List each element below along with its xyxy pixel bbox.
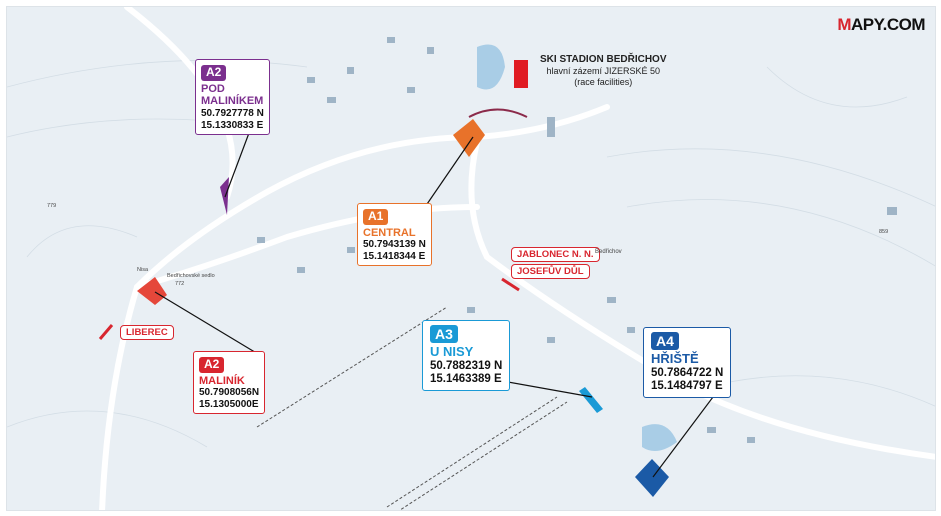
latitude: 50.7943139 N xyxy=(363,239,426,251)
direction-liberec: LIBEREC xyxy=(120,325,174,340)
leader-lines xyxy=(154,124,720,478)
mapy-logo[interactable]: MAPY.COM xyxy=(837,15,925,34)
location-code: A1 xyxy=(363,209,389,225)
location-card-a4-hriste[interactable]: A4 HŘIŠTĚ 50.7864722 N 15.1484797 E xyxy=(643,327,732,399)
longitude: 15.1305000E xyxy=(199,398,259,410)
area-a4-hriste xyxy=(635,459,669,497)
direction-jablonec: JABLONEC N. N. xyxy=(511,247,600,262)
stadion-subtitle: hlavní zázemí JIZERSKÉ 50 xyxy=(546,66,661,76)
location-card-a2-malinik[interactable]: A2 MALINÍK 50.7908056N 15.1305000E xyxy=(193,351,266,415)
longitude: 15.1463389 E xyxy=(430,373,502,386)
location-card-a2-pod-malinikem[interactable]: A2 POD MALINÍKEM 50.7927778 N 15.1330833… xyxy=(195,59,270,136)
longitude: 15.1330833 E xyxy=(201,119,264,131)
location-code: A4 xyxy=(651,332,679,351)
location-card-a1-central[interactable]: A1 CENTRAL 50.7943139 N 15.1418344 E xyxy=(357,203,432,267)
location-name-2: MALINÍKEM xyxy=(201,95,264,108)
location-name: POD xyxy=(201,82,225,95)
stadion-note: (race facilities) xyxy=(574,76,633,87)
latitude: 50.7927778 N xyxy=(201,108,264,120)
longitude: 15.1418344 E xyxy=(363,250,426,262)
area-a1-central xyxy=(453,119,485,157)
latitude: 50.7908056N xyxy=(199,387,260,399)
longitude: 15.1484797 E xyxy=(651,380,723,393)
location-card-a3-u-nisy[interactable]: A3 U NISY 50.7882319 N 15.1463389 E xyxy=(422,320,511,392)
area-a2-pod-malinikem xyxy=(220,177,229,215)
location-name: U NISY xyxy=(430,344,474,360)
place-label-sedlo: Bedřichovské sedlo xyxy=(167,273,215,279)
elevation-779: 779 xyxy=(47,203,57,209)
river-label-nisa: Nisa xyxy=(137,267,149,273)
area-a2-malinik xyxy=(137,277,167,305)
map-base xyxy=(7,7,935,510)
map[interactable]: MAPY.COM SKI STADION BEDŘICHOV hlavní zá… xyxy=(6,6,936,511)
location-code: A2 xyxy=(199,357,225,373)
stadion-area xyxy=(514,60,528,88)
pond-2 xyxy=(642,424,677,451)
elevation-859: 859 xyxy=(879,229,889,235)
ski-lifts xyxy=(256,306,568,510)
place-label-bedrichov: Bedřichov xyxy=(595,249,622,255)
stadion-label: SKI STADION BEDŘICHOV hlavní zázemí JIZE… xyxy=(540,54,667,88)
elevation-772: 772 xyxy=(175,281,185,287)
latitude: 50.7864722 N xyxy=(651,367,724,380)
location-name: CENTRAL xyxy=(363,226,416,239)
pond xyxy=(477,44,505,90)
location-name: HŘIŠTĚ xyxy=(651,351,699,367)
location-name: MALINÍK xyxy=(199,374,245,387)
direction-arrows xyxy=(98,277,520,340)
location-code: A2 xyxy=(201,65,227,81)
main-roads xyxy=(99,7,935,510)
location-code: A3 xyxy=(430,325,458,344)
latitude: 50.7882319 N xyxy=(430,360,503,373)
area-a3-u-nisy xyxy=(579,387,603,413)
direction-josefuv-dul: JOSEFŮV DŮL xyxy=(511,264,590,279)
stadion-title: SKI STADION BEDŘICHOV xyxy=(540,54,667,65)
buildings xyxy=(257,37,897,443)
